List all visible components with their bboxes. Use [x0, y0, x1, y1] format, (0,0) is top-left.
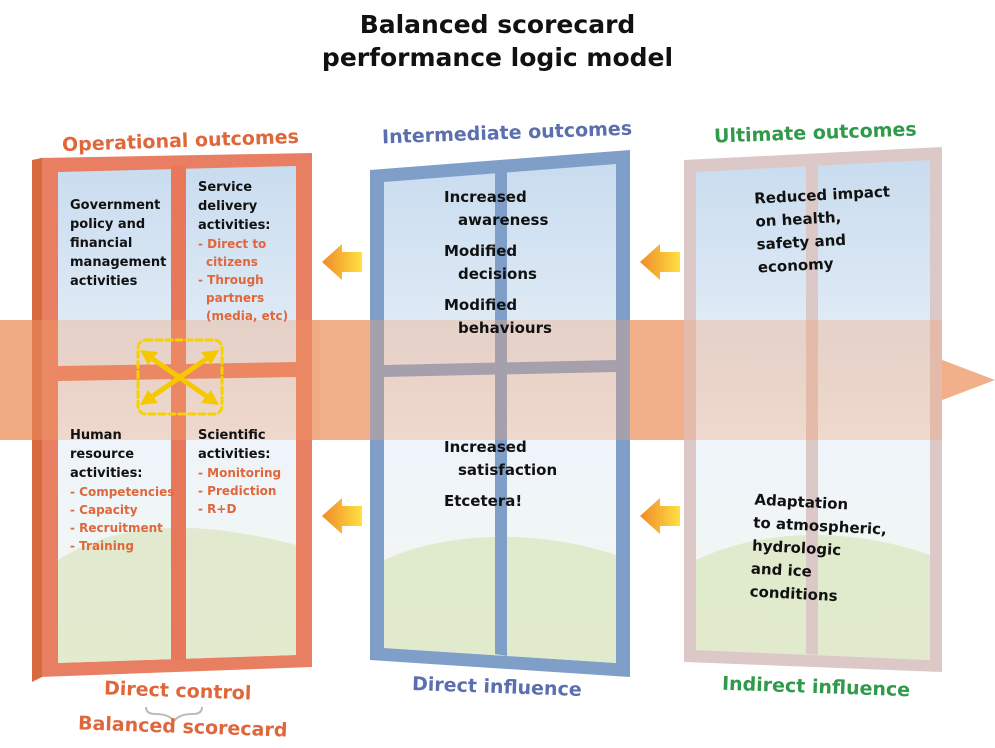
- scientific-item: - Prediction: [198, 484, 277, 498]
- human-item: - Training: [70, 539, 134, 553]
- ultimate-window: [684, 147, 942, 672]
- service-item: - Direct to: [198, 237, 267, 251]
- service-item: (media, etc): [206, 309, 289, 323]
- scientific-title-line: activities:: [198, 447, 271, 462]
- service-delivery-activities: Service delivery activities: - Direct to…: [198, 178, 288, 325]
- gov-line: policy and: [70, 217, 146, 232]
- human-item: - Capacity: [70, 503, 138, 517]
- small-arrow-icon: [322, 244, 680, 534]
- scientific-title-line: Scientific: [198, 428, 266, 443]
- gov-line: Government: [70, 198, 161, 213]
- gov-line: financial: [70, 236, 133, 251]
- scientific-item: - R+D: [198, 502, 237, 516]
- brace-icon: [145, 706, 203, 723]
- outcome-line: Modified: [444, 296, 518, 314]
- operational-window: [32, 153, 312, 682]
- outcome-line: awareness: [458, 211, 549, 229]
- human-title-line: resource: [70, 447, 135, 462]
- scientific-activities: Scientific activities: - Monitoring - Pr…: [198, 426, 281, 518]
- outcome-line: decisions: [458, 265, 537, 283]
- service-title-line: activities:: [198, 218, 271, 233]
- human-title-line: activities:: [70, 466, 143, 481]
- ultimate-top-outcomes: Reduced impact on health, safety and eco…: [754, 181, 894, 280]
- four-way-arrows-icon: [136, 338, 224, 416]
- outcome-line: satisfaction: [458, 461, 558, 479]
- government-activities: Government policy and financial manageme…: [70, 196, 166, 291]
- scientific-item: - Monitoring: [198, 466, 282, 480]
- title-line-2: performance logic model: [321, 43, 674, 72]
- intermediate-window: [370, 150, 630, 677]
- gov-line: management: [70, 255, 167, 270]
- human-title-line: Human: [70, 428, 122, 443]
- gov-line: activities: [70, 274, 138, 289]
- page-title: Balanced scorecard performance logic mod…: [0, 8, 995, 74]
- title-line-1: Balanced scorecard: [359, 10, 636, 39]
- intermediate-top-outcomes: Increased awareness Modified decisions M…: [444, 186, 552, 340]
- outcome-line: Modified: [444, 242, 518, 260]
- service-item: - Through: [198, 273, 264, 287]
- service-item: citizens: [206, 255, 258, 269]
- ultimate-bottom-outcomes: Adaptation to atmospheric, hydrologic an…: [749, 489, 888, 611]
- service-title-line: delivery: [198, 199, 258, 214]
- outcome-line: Increased: [444, 188, 527, 206]
- outcome-line: Increased: [444, 438, 527, 456]
- human-item: - Competencies: [70, 485, 175, 499]
- human-item: - Recruitment: [70, 521, 163, 535]
- outcome-line: Etcetera!: [444, 492, 523, 510]
- service-item: partners: [206, 291, 265, 305]
- intermediate-bottom-outcomes: Increased satisfaction Etcetera!: [444, 436, 557, 513]
- outcome-line: behaviours: [458, 319, 552, 337]
- service-title-line: Service: [198, 180, 253, 195]
- human-resource-activities: Human resource activities: - Competencie…: [70, 426, 174, 555]
